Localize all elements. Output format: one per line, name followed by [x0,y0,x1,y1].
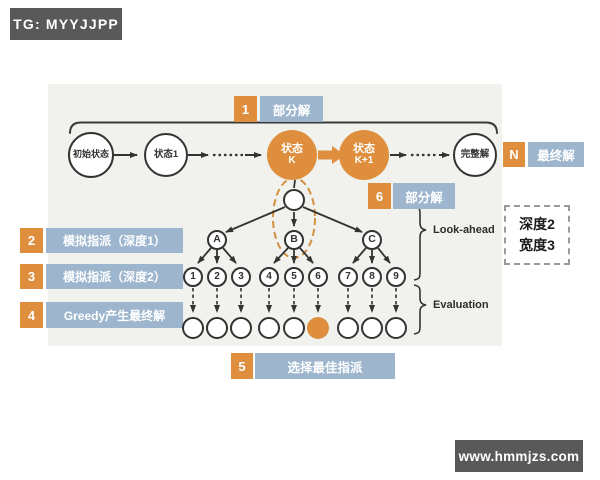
leaf-node [258,317,280,339]
branch-node-b: B [284,230,304,250]
child-node: 9 [386,267,406,287]
depth-width-box: 深度2 宽度3 [504,205,570,265]
state-k-label-line2: K [288,154,296,166]
leaf-node [283,317,305,339]
child-node: 1 [183,267,203,287]
leaf-node [206,317,228,339]
state-k1-label-line1: 状态 [353,142,375,155]
leaf-node [385,317,407,339]
branch-node-a: A [207,230,227,250]
step2-label: 模拟指派（深度1） [46,228,183,253]
chain-node-state-k: 状态 K [267,130,317,180]
state-k-label-line1: 状态 [281,142,303,155]
leaf-node [230,317,252,339]
chain-node-state-k1: 状态 K+1 [339,130,389,180]
state-k1-label-line2: K+1 [354,154,374,166]
leaf-node [337,317,359,339]
bottom-watermark-badge: www.hmmjzs.com [455,440,583,472]
step6-number: 6 [368,183,391,209]
step1-label: 部分解 [260,96,323,122]
step5-label: 选择最佳指派 [255,353,395,379]
child-node: 8 [362,267,382,287]
step6-label: 部分解 [393,183,455,209]
step4-label: Greedy产生最终解 [46,302,183,328]
child-node: 5 [284,267,304,287]
chain-node-state1: 状态1 [144,133,188,177]
width-label: 宽度3 [519,237,555,253]
leaf-node [182,317,204,339]
child-node: 3 [231,267,251,287]
branch-node-c: C [362,230,382,250]
top-watermark-badge: TG: MYYJJPP [10,8,122,40]
look-ahead-label: Look-ahead [433,224,495,236]
step2-number: 2 [20,228,43,253]
step1-number: 1 [234,96,257,122]
stepN-number: N [503,142,525,167]
leaf-node [307,317,329,339]
stepN-label: 最终解 [528,142,584,167]
chain-node-state1-label: 状态1 [153,149,179,161]
evaluation-label: Evaluation [433,299,489,311]
child-node: 7 [338,267,358,287]
chain-node-initial: 初始状态 [68,132,114,178]
tree-root-node [283,189,305,211]
chain-node-initial-label: 初始状态 [72,149,109,160]
chain-node-complete-label: 完整解 [460,149,490,161]
depth-label: 深度2 [519,216,555,232]
step5-number: 5 [231,353,253,379]
chain-node-complete: 完整解 [453,133,497,177]
step3-label: 模拟指派（深度2） [46,264,183,289]
child-node: 2 [207,267,227,287]
child-node: 4 [259,267,279,287]
step3-number: 3 [20,264,43,289]
leaf-node [361,317,383,339]
child-node: 6 [308,267,328,287]
step4-number: 4 [20,302,43,328]
